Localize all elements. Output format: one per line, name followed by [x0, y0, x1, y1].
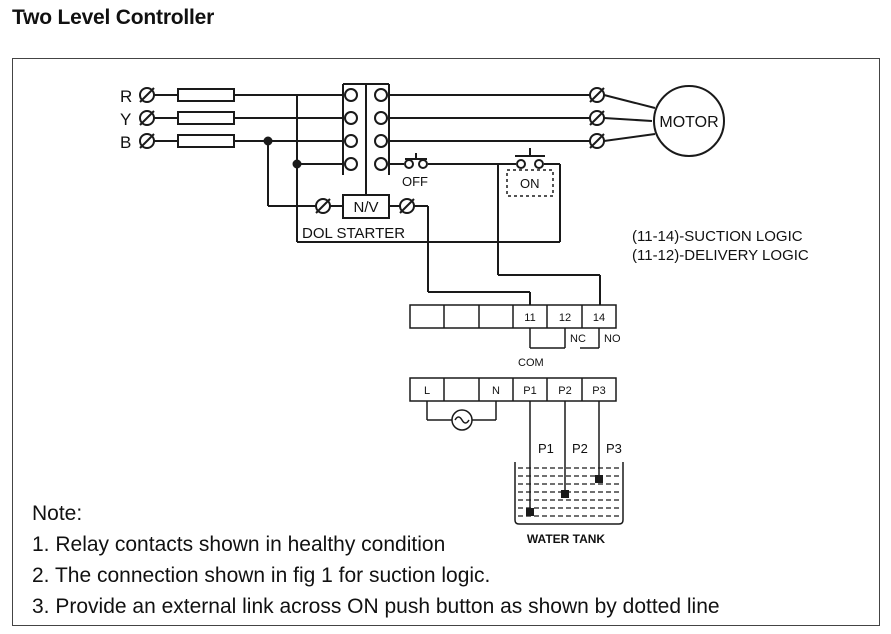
- fuses: [177, 88, 235, 148]
- control-wiring: [263, 95, 601, 305]
- motor: MOTOR: [653, 85, 725, 157]
- probe-label-p3: P3: [606, 441, 622, 456]
- probe-terminal-strip: L N P1 P2 P3: [409, 377, 617, 402]
- contactor: [342, 83, 390, 195]
- relay-terminal-12: 12: [559, 312, 571, 324]
- notes: Note: 1. Relay contacts shown in healthy…: [32, 498, 720, 622]
- probe-terminal-p3: P3: [592, 385, 605, 397]
- note-item: 1. Relay contacts shown in healthy condi…: [32, 533, 446, 556]
- com-label: COM: [518, 357, 544, 369]
- no-label: NO: [604, 333, 621, 345]
- incoming-terminals: [139, 87, 155, 149]
- probe-terminal-n: N: [492, 385, 500, 397]
- phase-label-b: B: [120, 133, 131, 152]
- coil-label: N/V: [353, 199, 378, 216]
- phase-label-r: R: [120, 87, 132, 106]
- notes-heading: Note:: [32, 502, 83, 525]
- relay-terminal-14: 14: [593, 312, 605, 324]
- note-item: 3. Provide an external link across ON pu…: [32, 595, 720, 618]
- probe-terminal-p1: P1: [523, 385, 536, 397]
- note-item: 2. The connection shown in fig 1 for suc…: [32, 564, 491, 587]
- off-button: OFF: [402, 153, 428, 189]
- probe-label-p1: P1: [538, 441, 554, 456]
- on-label: ON: [520, 176, 540, 191]
- off-label: OFF: [402, 174, 428, 189]
- diagram-frame: [12, 58, 880, 626]
- delivery-logic-label: (11-12)-DELIVERY LOGIC: [632, 247, 809, 264]
- relay-terminal-11: 11: [524, 312, 535, 324]
- on-button: ON: [506, 148, 554, 197]
- water-tank: WATER TANK: [514, 462, 624, 546]
- probe-terminal-p2: P2: [558, 385, 571, 397]
- nc-label: NC: [570, 333, 586, 345]
- motor-label: MOTOR: [659, 114, 718, 131]
- phase-lines: [154, 94, 590, 142]
- starter-coil: N/V DOL STARTER: [302, 194, 415, 242]
- probe-label-p2: P2: [572, 441, 588, 456]
- ac-supply: [426, 401, 497, 431]
- relay-terminal-strip: 11 12 14: [409, 304, 617, 329]
- probe-wires: P1 P2 P3: [526, 401, 622, 516]
- probe-terminal-l: L: [424, 385, 430, 397]
- suction-logic-label: (11-14)-SUCTION LOGIC: [632, 228, 803, 245]
- page-title: Two Level Controller: [12, 6, 215, 29]
- tank-label: WATER TANK: [527, 532, 606, 546]
- starter-label: DOL STARTER: [302, 225, 405, 242]
- motor-terminals: [589, 87, 656, 149]
- phase-label-y: Y: [120, 110, 131, 129]
- relay-contacts: COM NC NO: [518, 328, 621, 369]
